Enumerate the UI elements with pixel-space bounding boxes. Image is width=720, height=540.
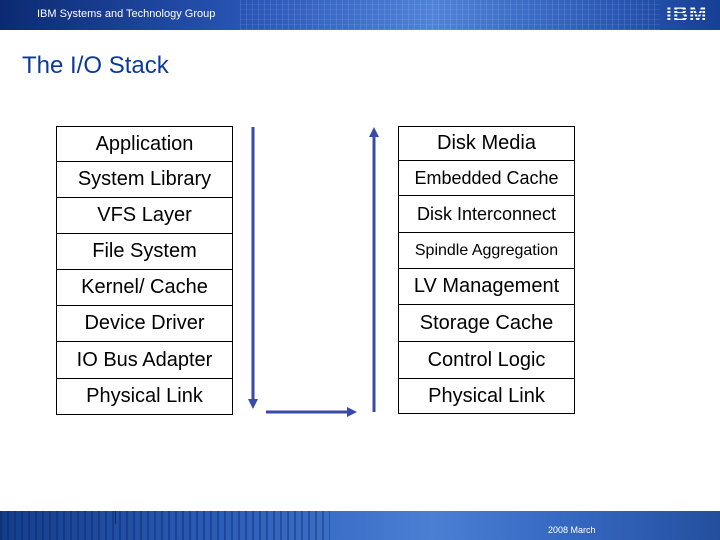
host-layer: Physical Link: [56, 379, 233, 415]
storage-layer: LV Management: [398, 269, 575, 305]
header-text: IBM Systems and Technology Group: [37, 8, 216, 20]
ibm-logo: IBM: [666, 3, 708, 26]
footer-pattern: [0, 511, 330, 540]
storage-layer: Control Logic: [398, 342, 575, 379]
host-layer: Kernel/ Cache: [56, 270, 233, 306]
host-layer: File System: [56, 234, 233, 270]
storage-layer: Disk Media: [398, 126, 575, 161]
host-layer: System Library: [56, 162, 233, 198]
footer-date: 2008 March: [548, 525, 596, 535]
footer-divider: [115, 511, 116, 524]
page-title: The I/O Stack: [22, 52, 169, 79]
storage-layer: Physical Link: [398, 379, 575, 414]
storage-layer: Embedded Cache: [398, 161, 575, 196]
host-layer: IO Bus Adapter: [56, 342, 233, 379]
footer-bar: [0, 511, 720, 540]
host-layer: Application: [56, 126, 233, 162]
header-pattern: [240, 0, 660, 30]
storage-layer: Spindle Aggregation: [398, 233, 575, 269]
header-bar: [0, 0, 720, 30]
storage-layer: Storage Cache: [398, 305, 575, 342]
storage-layer: Disk Interconnect: [398, 196, 575, 233]
host-layer: Device Driver: [56, 306, 233, 342]
host-layer: VFS Layer: [56, 198, 233, 234]
